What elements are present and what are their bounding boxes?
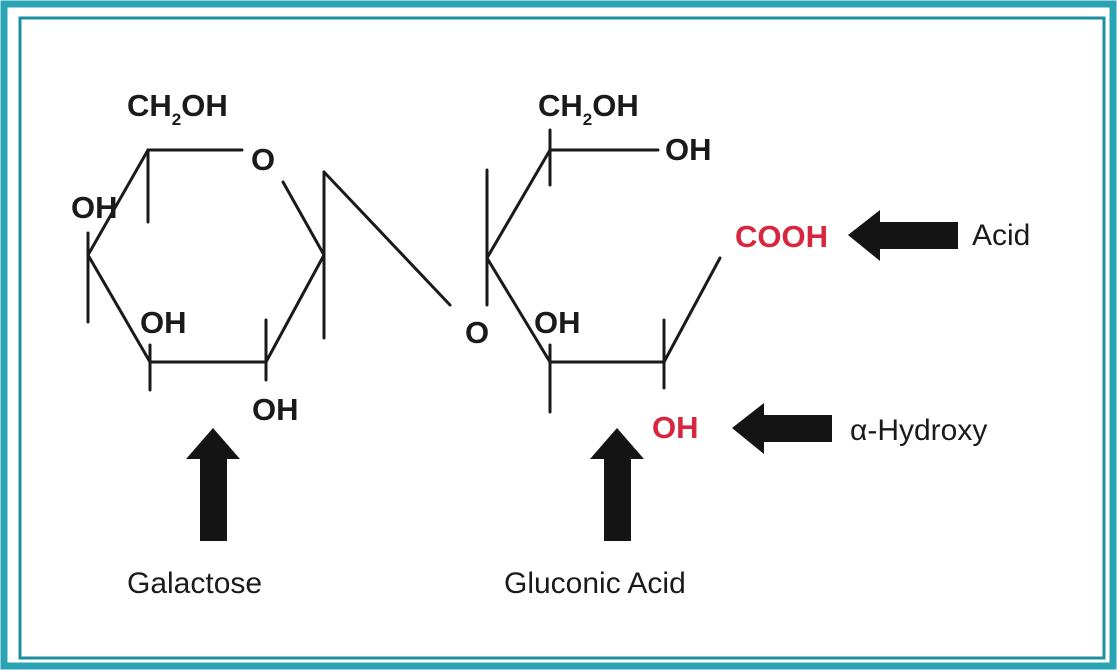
gluconic-c2-cooh-bond bbox=[662, 256, 722, 364]
inner-frame bbox=[18, 16, 1106, 660]
galactose-ch2oh-label: CH2OH bbox=[127, 88, 228, 129]
galactose-oh-bottom-label: OH bbox=[252, 392, 299, 427]
galactose-caption: Galactose bbox=[127, 567, 262, 600]
cooh-group-label: COOH bbox=[735, 219, 828, 254]
galactose-bonds bbox=[86, 148, 452, 392]
gluconic-acid-arrow-icon bbox=[590, 428, 644, 541]
galactose-c4-c3-bond bbox=[86, 253, 152, 364]
gluconic-oh-inner-label: OH bbox=[534, 305, 581, 340]
gluconic-acid-bonds bbox=[485, 128, 722, 414]
gluconic-oh-side-label: OH bbox=[665, 132, 712, 167]
galactose-c5-c4-bond bbox=[86, 148, 150, 257]
galactose-c2-c1-bond bbox=[264, 253, 326, 364]
acid-annotation-label: Acid bbox=[972, 219, 1030, 252]
galactose-oh-top-left-label: OH bbox=[71, 190, 118, 225]
glycosidic-oxygen-label: O bbox=[465, 315, 489, 350]
alpha-hydroxy-oh-label: OH bbox=[652, 410, 699, 445]
galactose-oh-inner-label: OH bbox=[140, 305, 187, 340]
gluconic-ch2oh-label: CH2OH bbox=[538, 88, 639, 129]
galactose-c1-ring-oxygen-bond bbox=[281, 180, 326, 257]
alpha-hydroxy-annotation-label: α-Hydroxy bbox=[850, 414, 987, 447]
acid-arrow-icon bbox=[848, 210, 958, 261]
gluconic-c4-c3-bond bbox=[485, 256, 552, 364]
galactose-arrow-icon bbox=[186, 428, 240, 541]
gluconic-c5-c4-bond bbox=[485, 148, 552, 260]
galactose-ring-oxygen-label: O bbox=[251, 142, 275, 177]
alpha-hydroxy-arrow-icon bbox=[732, 403, 832, 454]
glycosidic-bond-left bbox=[322, 170, 452, 307]
gluconic-acid-caption: Gluconic Acid bbox=[504, 567, 686, 600]
